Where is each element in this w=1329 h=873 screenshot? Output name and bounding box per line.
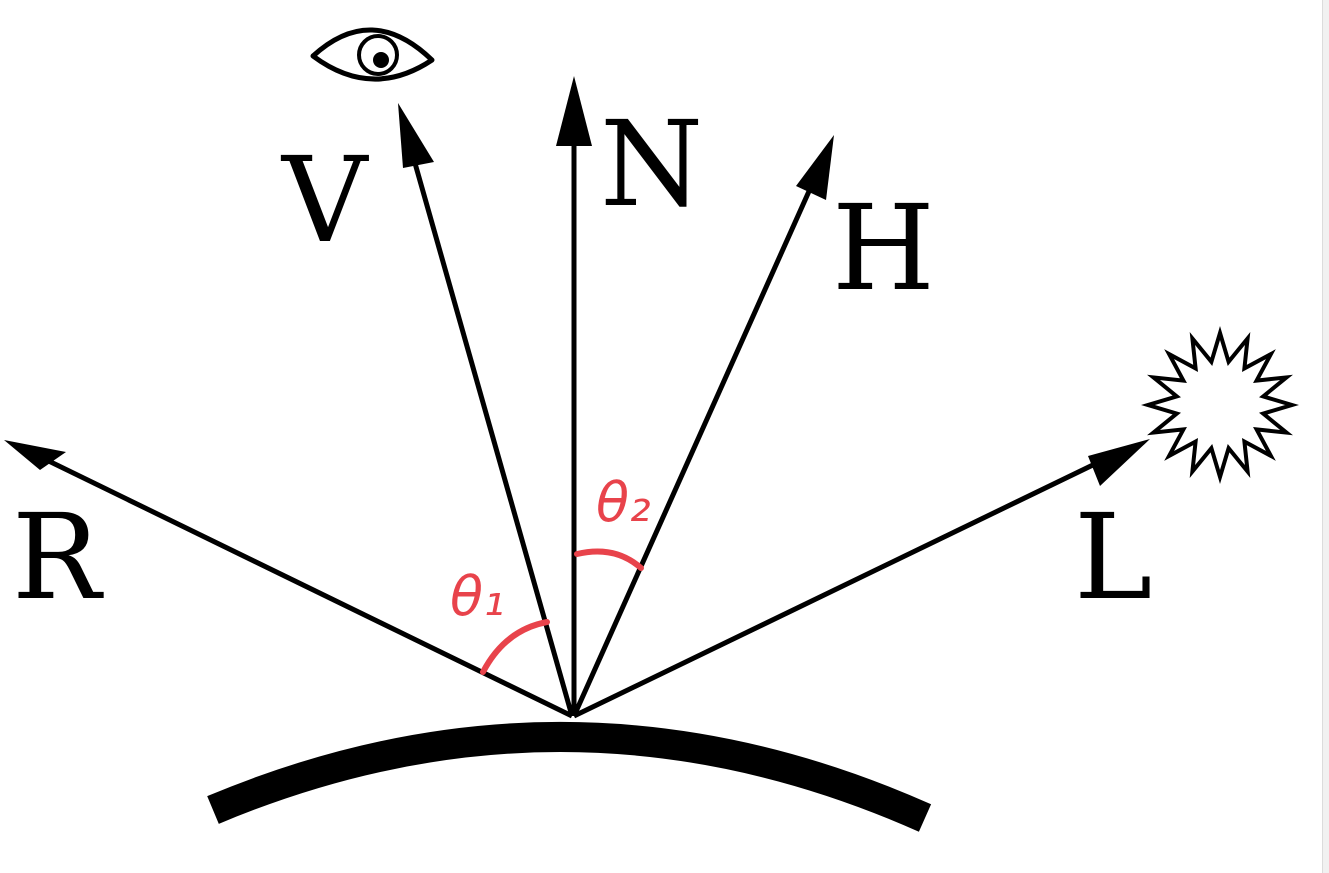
vector-h	[571, 135, 834, 718]
label-theta1: θ₁	[450, 565, 505, 628]
surface-curve	[207, 722, 932, 832]
vector-h-arrowhead	[796, 135, 834, 200]
angle-arc-theta1	[480, 619, 550, 675]
label-l: L	[1074, 488, 1152, 626]
label-r: R	[12, 488, 104, 626]
vector-l-arrowhead	[1088, 439, 1150, 486]
vector-v-arrowhead	[398, 103, 434, 168]
label-n: N	[600, 95, 703, 233]
sun-star-icon	[1141, 326, 1299, 484]
label-v: V	[280, 131, 369, 269]
vector-l	[572, 439, 1150, 719]
vector-n	[556, 76, 592, 716]
vector-r-arrowhead	[4, 440, 66, 470]
label-theta2: θ₂	[596, 471, 651, 534]
vector-n-arrowhead	[556, 76, 592, 146]
label-h: H	[832, 179, 935, 317]
angle-arc-theta2	[574, 548, 644, 571]
eye-icon	[310, 27, 435, 82]
right-edge-strip	[1322, 0, 1329, 873]
vector-v	[398, 103, 575, 717]
